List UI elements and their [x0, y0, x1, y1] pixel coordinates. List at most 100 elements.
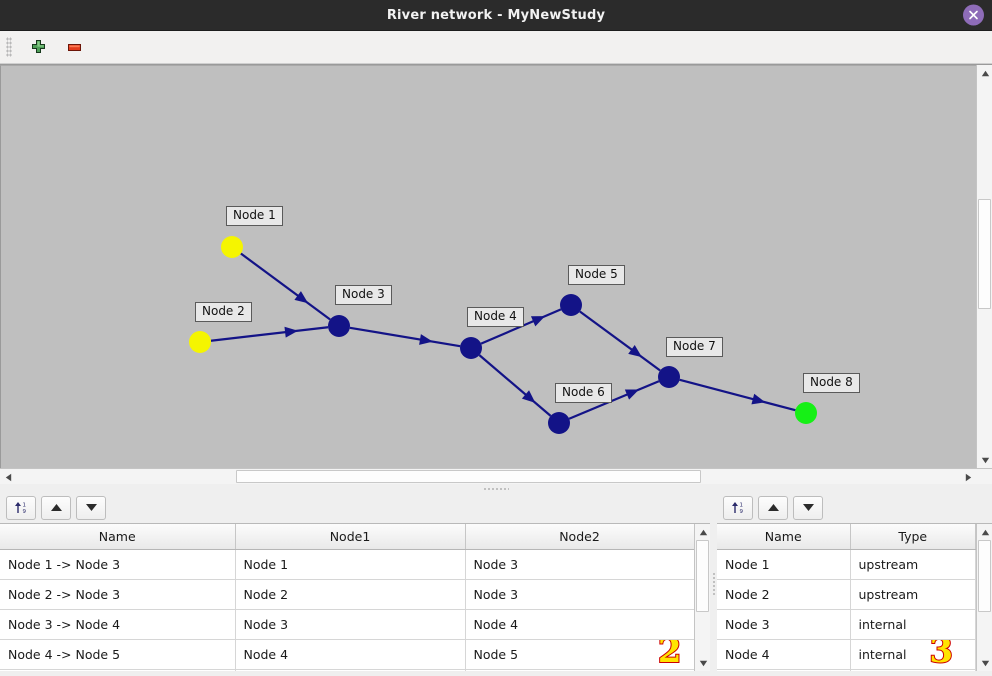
nodes-cell[interactable]: upstream	[850, 549, 976, 580]
links-cell[interactable]: Node 2	[235, 579, 466, 610]
nodes-cell[interactable]: Node 2	[717, 579, 851, 610]
links-move-up-button[interactable]	[41, 495, 71, 520]
horizontal-splitter[interactable]	[0, 484, 992, 492]
graph-node-node1[interactable]	[221, 236, 243, 258]
links-cell[interactable]: Node 1	[235, 549, 466, 580]
link-node5-node7[interactable]	[579, 310, 661, 372]
graph-node-node2[interactable]	[189, 331, 211, 353]
nodes-move-down-button[interactable]	[793, 495, 823, 520]
links-cell[interactable]: Node 4	[235, 639, 466, 670]
main-toolbar	[0, 31, 992, 64]
links-vscroll-track[interactable]	[695, 540, 710, 655]
link-node3-node4[interactable]	[349, 326, 461, 348]
add-plus-icon[interactable]	[25, 34, 51, 60]
node-label-node1[interactable]: Node 1	[226, 206, 283, 226]
node-label-node6[interactable]: Node 6	[555, 383, 612, 403]
scroll-down-icon[interactable]	[695, 655, 711, 671]
links-vscroll-thumb[interactable]	[696, 540, 709, 612]
link-node2-node3[interactable]	[210, 326, 329, 342]
diagram-vscroll-track[interactable]	[977, 81, 992, 452]
graph-node-node6[interactable]	[548, 412, 570, 434]
links-cell[interactable]: Node 4 -> Node 5	[0, 639, 236, 670]
links-cell[interactable]: Node 2 -> Node 3	[0, 579, 236, 610]
graph-node-node3[interactable]	[328, 315, 350, 337]
diagram-vertical-scrollbar[interactable]	[976, 65, 992, 468]
node-label-node5[interactable]: Node 5	[568, 265, 625, 285]
links-cell[interactable]: Node 4	[465, 609, 694, 640]
nodes-column-header-name[interactable]: Name	[717, 524, 851, 550]
nodes-move-up-button[interactable]	[758, 495, 788, 520]
nodes-vscroll-track[interactable]	[977, 540, 992, 655]
scroll-right-icon[interactable]	[960, 469, 976, 485]
window-title: River network - MyNewStudy	[386, 7, 606, 23]
link-node7-node8[interactable]	[679, 378, 796, 412]
links-cell[interactable]: Node 1 -> Node 3	[0, 549, 236, 580]
node-label-node2[interactable]: Node 2	[195, 302, 252, 322]
node-label-node8[interactable]: Node 8	[803, 373, 860, 393]
diagram-hscroll-track[interactable]	[16, 469, 960, 484]
links-cell[interactable]: Node 3	[235, 609, 466, 640]
scroll-left-icon[interactable]	[0, 469, 16, 485]
link-node4-node6[interactable]	[478, 354, 552, 417]
nodes-empty-cell	[850, 669, 976, 671]
node-label-node3[interactable]: Node 3	[335, 285, 392, 305]
scroll-up-icon[interactable]	[695, 524, 711, 540]
node-label-node4[interactable]: Node 4	[467, 307, 524, 327]
links-column-header-node1[interactable]: Node1	[235, 524, 466, 550]
scroll-up-icon[interactable]	[977, 524, 992, 540]
nodes-empty-row[interactable]	[717, 669, 976, 671]
links-cell[interactable]: Node 3	[465, 579, 694, 610]
links-empty-row[interactable]	[0, 669, 694, 671]
graph-node-node4[interactable]	[460, 337, 482, 359]
diagram-horizontal-scrollbar[interactable]	[0, 468, 992, 485]
links-cell[interactable]: Node 3 -> Node 4	[0, 609, 236, 640]
links-vertical-scrollbar[interactable]	[694, 524, 711, 671]
nodes-vertical-scrollbar[interactable]	[976, 524, 992, 671]
diagram-vscroll-thumb[interactable]	[978, 199, 991, 309]
toolbar-grip[interactable]	[6, 37, 12, 57]
nodes-column-header-type[interactable]: Type	[850, 524, 976, 550]
vertical-splitter[interactable]	[710, 492, 717, 676]
diagram-hscroll-thumb[interactable]	[236, 470, 701, 483]
links-move-down-button[interactable]	[76, 495, 106, 520]
node-label-node7[interactable]: Node 7	[666, 337, 723, 357]
close-icon[interactable]	[963, 4, 984, 26]
links-cell[interactable]: Node 3	[465, 549, 694, 580]
vertical-splitter-grip	[712, 572, 715, 596]
graph-node-node5[interactable]	[560, 294, 582, 316]
nodes-sort-button[interactable]: 1 9	[723, 495, 753, 520]
nodes-cell[interactable]: Node 4	[717, 639, 851, 670]
river-network-canvas[interactable]: Node 1 Node 2 Node 3 Node 4 Node 5 Node 6 Node…	[0, 65, 976, 468]
nodes-cell[interactable]: internal	[850, 609, 976, 640]
scroll-down-icon[interactable]	[977, 655, 992, 671]
links-column-header-node2[interactable]: Node2	[465, 524, 694, 550]
nodes-cell[interactable]: Node 3	[717, 609, 851, 640]
remove-minus-icon[interactable]	[61, 34, 87, 60]
graph-node-node7[interactable]	[658, 366, 680, 388]
nodes-vscroll-thumb[interactable]	[978, 540, 991, 612]
links-column-header-name[interactable]: Name	[0, 524, 236, 550]
link-node6-node7[interactable]	[568, 380, 660, 420]
graph-node-node8[interactable]	[795, 402, 817, 424]
links-sort-button[interactable]: 1 9	[6, 495, 36, 520]
scroll-up-icon[interactable]	[977, 65, 992, 81]
nodes-cell[interactable]: upstream	[850, 579, 976, 610]
sort-icon: 1 9	[731, 502, 743, 515]
scroll-down-icon[interactable]	[977, 452, 992, 468]
nodes-cell[interactable]: Node 1	[717, 549, 851, 580]
link-node1-node3[interactable]	[240, 252, 331, 321]
